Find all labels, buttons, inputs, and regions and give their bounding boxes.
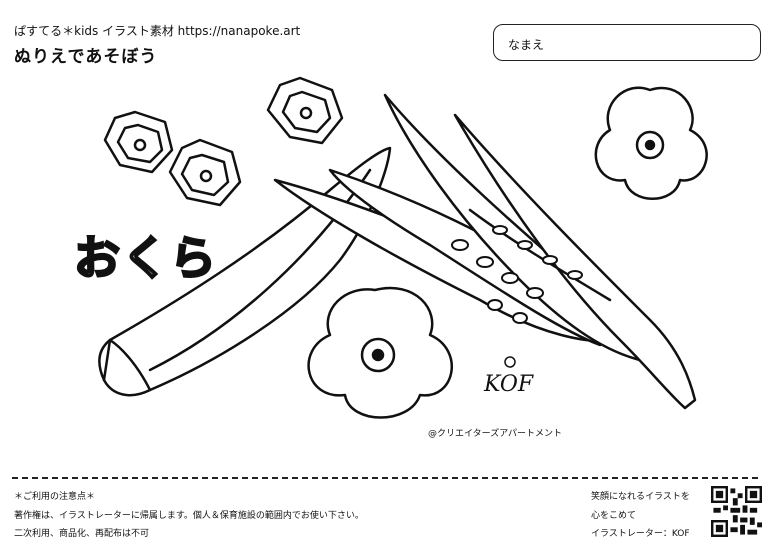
site-credit: ぱすてる＊kids イラスト素材 https://nanapoke.art <box>14 24 301 38</box>
artist-credit: @クリエイターズアパートメント <box>428 429 563 439</box>
name-label: なまえ <box>508 38 545 52</box>
okra-slice <box>168 138 242 207</box>
okra-flower <box>594 86 708 200</box>
qr-code-icon[interactable] <box>711 486 762 537</box>
message-line: 笑顔になれるイラストを <box>591 492 690 502</box>
page-heading: ぬりえであそぼう <box>14 47 158 67</box>
okra-slice <box>103 110 174 174</box>
name-field[interactable]: なまえ <box>493 24 761 61</box>
okra-flower <box>307 286 454 419</box>
notes-line: 二次利用、商品化、再配布は不可 <box>14 529 150 539</box>
okra-slice <box>266 76 344 145</box>
okra-seeds <box>451 225 583 324</box>
cut-line <box>12 477 758 479</box>
artist-logo: KOF <box>484 372 534 397</box>
illustration-title: おくら <box>73 230 218 287</box>
notes-heading: ＊ご利用の注意点＊ <box>14 492 96 502</box>
notes-line: 著作権は、イラストレーターに帰属します。個人＆保育施設の範囲内でお使い下さい。 <box>14 511 364 521</box>
message-line: イラストレーター：KOF <box>591 529 690 539</box>
message-line: 心をこめて <box>591 511 637 521</box>
okra-illustration <box>98 76 708 419</box>
